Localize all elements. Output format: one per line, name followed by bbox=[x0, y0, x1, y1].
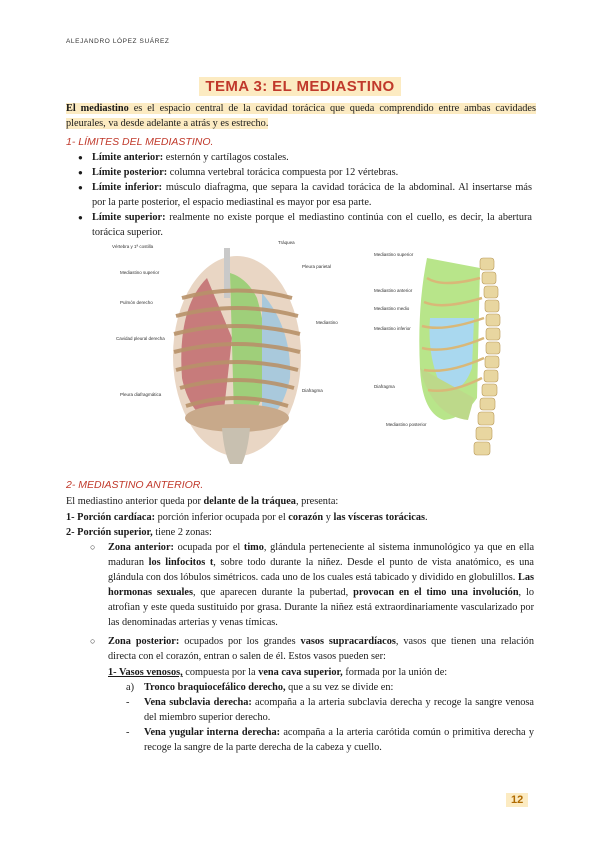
bold-term: las vísceras torácicas bbox=[333, 512, 425, 523]
author-header: ALEJANDRO LÓPEZ SUÁREZ bbox=[66, 38, 170, 45]
label-l6: Mediastino bbox=[316, 320, 338, 325]
label-r1: Mediastino superior bbox=[374, 252, 414, 257]
bold-term: corazón bbox=[288, 512, 324, 523]
item-text: columna vertebral torácica compuesta por… bbox=[167, 167, 399, 178]
zona-label: Zona anterior: bbox=[108, 542, 174, 553]
porcion-superior-label: 2- Porción superior, bbox=[66, 527, 153, 538]
list-item: Límite superior: realmente no existe por… bbox=[78, 210, 532, 240]
text: acompaña a la arteria subclavia derecha … bbox=[144, 697, 534, 723]
thorax-figure-left: Vértebra y 1ª costilla Tráquea Pleura pa… bbox=[112, 238, 362, 470]
bold-term: Vena yugular interna derecha: bbox=[144, 727, 281, 738]
section2-heading: 2- MEDIASTINO ANTERIOR. bbox=[66, 479, 204, 491]
text: y bbox=[323, 512, 334, 523]
tronco-braquiocefalico: a) Tronco braquiocefálico derecho, que a … bbox=[126, 680, 534, 695]
text: , que aparecen durante la pubertad, bbox=[192, 587, 354, 598]
label-l3: Pleura parietal bbox=[302, 264, 332, 269]
list-marker: a) bbox=[126, 682, 134, 693]
list-item: Límite inferior: músculo diafragma, que … bbox=[78, 180, 532, 210]
label-l5: Pulmón derecho bbox=[120, 300, 153, 305]
label-l9: Diafragma bbox=[302, 388, 323, 393]
limits-list: Límite anterior: esternón y cartílagos c… bbox=[78, 150, 532, 240]
zonas-list: Zona anterior: ocupada por el timo, glán… bbox=[90, 540, 535, 664]
bold-term: los linfocitos t bbox=[148, 557, 214, 568]
list-marker: - bbox=[126, 697, 130, 708]
list-marker: - bbox=[126, 727, 130, 738]
page-title: TEMA 3: EL MEDIASTINO bbox=[199, 77, 401, 96]
item-text: esternón y cartílagos costales. bbox=[163, 152, 289, 163]
item-label: Límite posterior: bbox=[92, 167, 168, 178]
text: compuesta por la bbox=[182, 667, 259, 678]
item-text: realmente no existe porque el mediastino… bbox=[92, 212, 532, 238]
bold-term: provocan en el timo una involución bbox=[353, 587, 519, 598]
intro-term: El mediastino bbox=[66, 103, 129, 114]
bold-term: Tronco braquiocefálico derecho, bbox=[144, 682, 286, 693]
porcion-cardiaca: 1- Porción cardíaca: porción inferior oc… bbox=[66, 510, 536, 525]
lead-bold: delante de la tráquea bbox=[203, 496, 296, 507]
mediastinum-sagittal-illustration bbox=[419, 257, 501, 456]
item-label: Límite anterior: bbox=[92, 152, 164, 163]
text: porción inferior ocupada por el bbox=[155, 512, 289, 523]
list-item: Límite posterior: columna vertebral torá… bbox=[78, 165, 532, 180]
thorax-illustration bbox=[173, 248, 301, 464]
text: formada por la unión de: bbox=[342, 667, 448, 678]
text: , sobre todo durante la niñez. Desde el … bbox=[108, 557, 534, 583]
item-label: Límite inferior: bbox=[92, 182, 163, 193]
bold-term: vena cava superior, bbox=[258, 667, 343, 678]
vena-yugular: - Vena yugular interna derecha: acompaña … bbox=[126, 725, 534, 755]
label-r5: Diafragma bbox=[374, 384, 395, 389]
porcion-cardiaca-label: 1- Porción cardíaca: bbox=[66, 512, 156, 523]
list-item-zona-anterior: Zona anterior: ocupada por el timo, glán… bbox=[90, 540, 535, 630]
item-label: Límite superior: bbox=[92, 212, 166, 223]
label-r3: Mediastino medio bbox=[374, 306, 410, 311]
text: que a su vez se divide en: bbox=[285, 682, 394, 693]
list-item-zona-posterior: Zona posterior: ocupados por los grandes… bbox=[90, 634, 534, 664]
label-l4: Mediastino superior bbox=[120, 270, 160, 275]
text: ocupada por el bbox=[173, 542, 244, 553]
intro-text: es el espacio central de la cavidad torá… bbox=[66, 103, 536, 129]
section1-heading: 1- LÍMITES DEL MEDIASTINO. bbox=[66, 136, 214, 148]
label-l7: Cavidad pleural derecha bbox=[116, 336, 165, 341]
text: ocupados por los grandes bbox=[179, 636, 301, 647]
text: . bbox=[424, 512, 428, 523]
text: , glándula perteneciente al sistema inmu… bbox=[108, 542, 535, 568]
list-item: Límite anterior: esternón y cartílagos c… bbox=[78, 150, 532, 165]
section2-lead: El mediastino anterior queda por delante… bbox=[66, 494, 536, 509]
thorax-figure-right: Mediastino superior Mediastino anterior … bbox=[372, 248, 522, 470]
label-l1: Vértebra y 1ª costilla bbox=[112, 244, 154, 249]
bold-term: Vena subclavia derecha: bbox=[144, 697, 252, 708]
bold-term: Las hormonas sexuales bbox=[108, 572, 534, 598]
text: , lo atrofian y este queda sustituido po… bbox=[108, 587, 534, 628]
bold-term: vasos supracardíacos bbox=[300, 636, 396, 647]
text: acompaña a la arteria carótida común o p… bbox=[144, 727, 534, 753]
label-r6: Mediastino posterior bbox=[386, 422, 427, 427]
porcion-superior: 2- Porción superior, tiene 2 zonas: bbox=[66, 525, 536, 540]
lead-text: El mediastino anterior queda por bbox=[66, 496, 204, 507]
label-l8: Pleura diafragmática bbox=[120, 392, 162, 397]
label-l2: Tráquea bbox=[278, 240, 295, 245]
bold-term: timo bbox=[243, 542, 264, 553]
title-wrap: TEMA 3: EL MEDIASTINO bbox=[0, 77, 600, 96]
text: , vasos que tienen una relación directa … bbox=[108, 636, 534, 662]
label-r4: Mediastino inferior bbox=[374, 326, 411, 331]
text: tiene 2 zonas: bbox=[152, 527, 212, 538]
intro-paragraph: El mediastino es el espacio central de l… bbox=[66, 101, 536, 131]
vasos-label: 1- Vasos venosos, bbox=[108, 667, 183, 678]
vasos-venosos: 1- Vasos venosos, compuesta por la vena … bbox=[108, 665, 534, 680]
page-number: 12 bbox=[506, 793, 529, 807]
label-r2: Mediastino anterior bbox=[374, 288, 413, 293]
item-text: músculo diafragma, que separa la cavidad… bbox=[92, 182, 532, 208]
vena-subclavia: - Vena subclavia derecha: acompaña a la a… bbox=[126, 695, 534, 725]
zona-label: Zona posterior: bbox=[108, 636, 180, 647]
lead-text-end: , presenta: bbox=[295, 496, 339, 507]
